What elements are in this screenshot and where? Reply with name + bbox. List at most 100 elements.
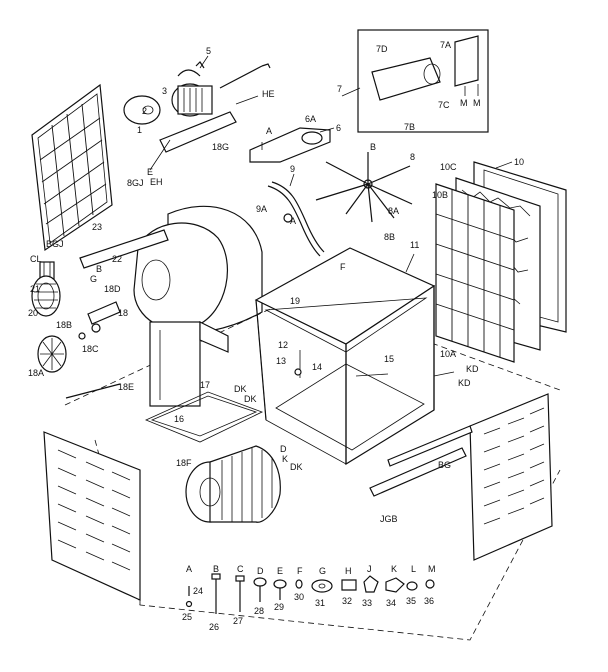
label-7B: 7B [404, 122, 415, 132]
motor-bracket-23 [31, 229, 169, 399]
hardware-num-29: 29 [274, 602, 284, 612]
left-filter-grille [31, 83, 113, 252]
label-18B: 18B [56, 320, 72, 330]
hardware-num-36: 36 [424, 596, 434, 606]
label-K-1: K [282, 454, 288, 464]
label-10: 10 [514, 157, 524, 167]
hardware-num-34: 34 [386, 598, 396, 608]
hardware-letter-B: B [213, 564, 219, 574]
label-6A: 6A [305, 114, 316, 124]
hardware-num-33: 33 [362, 598, 372, 608]
label-18G: 18G [212, 142, 229, 152]
leader-lines [199, 55, 513, 377]
label-D-1: D [280, 444, 287, 454]
label-2: 2 [142, 106, 147, 116]
label-DK-1: DK [234, 384, 247, 394]
hardware-letter-H: H [345, 566, 352, 576]
hardware-num-27: 27 [233, 616, 243, 626]
label-8B: 8B [384, 232, 395, 242]
label-F: F [340, 262, 346, 272]
label-A-9: A [290, 216, 296, 226]
bracket-6 [249, 127, 331, 163]
hardware-letter-L: L [411, 564, 416, 574]
label-1: 1 [137, 125, 142, 135]
distributor-spider-8 [315, 152, 413, 223]
hardware-letter-E: E [277, 566, 283, 576]
label-7C: 7C [438, 100, 450, 110]
blower-housing [133, 205, 263, 407]
label-HE: HE [262, 89, 275, 99]
hardware-num-25: 25 [182, 612, 192, 622]
label-BGJ: BGJ [46, 239, 64, 249]
label-7D: 7D [376, 44, 388, 54]
label-EH: EH [150, 177, 163, 187]
label-B-8: B [370, 142, 376, 152]
hardware-num-30: 30 [294, 592, 304, 602]
cabinet-frame [254, 247, 436, 466]
hardware-letter-M: M [428, 564, 436, 574]
label-A-6: A [266, 126, 272, 136]
label-JGB: JGB [380, 514, 398, 524]
label-CL: CL [30, 254, 42, 264]
label-BG: BG [438, 460, 451, 470]
label-18E: 18E [118, 382, 134, 392]
hardware-num-26: 26 [209, 622, 219, 632]
label-8GJ: 8GJ [127, 178, 144, 188]
support-rails [369, 425, 473, 497]
label-9: 9 [290, 164, 295, 174]
hardware-num-24: 24 [193, 586, 203, 596]
label-6: 6 [336, 123, 341, 133]
side-louver-panel [469, 393, 553, 561]
hardware-letter-C: C [237, 564, 244, 574]
label-B-D: B [96, 264, 102, 274]
label-16: 16 [174, 414, 184, 424]
hardware-letter-K: K [391, 564, 397, 574]
part-labels: 1 2 3 5 HE 18G 7 7D 7A 7C 7B M M 6 6A A … [28, 40, 524, 632]
label-3: 3 [162, 86, 167, 96]
label-DK-3: DK [290, 462, 303, 472]
outlet-opening [144, 391, 264, 443]
label-9A: 9A [256, 204, 267, 214]
label-23: 23 [92, 222, 102, 232]
label-17: 17 [200, 380, 210, 390]
label-KD-2: KD [458, 378, 471, 388]
label-22: 22 [112, 254, 122, 264]
label-KD-1: KD [466, 364, 479, 374]
inset-box-7 [357, 29, 489, 133]
right-filter-pads-10 [435, 161, 567, 363]
label-10B: 10B [432, 190, 448, 200]
label-M-2: M [473, 98, 481, 108]
front-louver-panel [43, 431, 141, 601]
motor-assembly [123, 61, 271, 171]
label-10C: 10C [440, 162, 457, 172]
hardware-letter-A: A [186, 564, 192, 574]
label-18C: 18C [82, 344, 99, 354]
label-10A: 10A [440, 349, 456, 359]
label-DK-2: DK [244, 394, 257, 404]
hardware-num-35: 35 [406, 596, 416, 606]
label-18: 18 [118, 308, 128, 318]
label-M-1: M [460, 98, 468, 108]
label-7A: 7A [440, 40, 451, 50]
hardware-letter-J: J [367, 564, 372, 574]
hardware-letter-F: F [297, 566, 303, 576]
label-12: 12 [278, 340, 288, 350]
label-18F: 18F [176, 458, 192, 468]
label-13: 13 [276, 356, 286, 366]
label-E: E [147, 167, 153, 177]
label-8: 8 [410, 152, 415, 162]
label-18A: 18A [28, 368, 44, 378]
water-tube-9 [267, 181, 325, 257]
label-5: 5 [206, 46, 211, 56]
hardware-num-31: 31 [315, 598, 325, 608]
label-14: 14 [312, 362, 322, 372]
label-G: G [90, 274, 97, 284]
hardware-num-32: 32 [342, 596, 352, 606]
hardware-letter-D: D [257, 566, 264, 576]
hardware-num-28: 28 [254, 606, 264, 616]
label-18D: 18D [104, 284, 121, 294]
label-20: 20 [28, 308, 38, 318]
label-19: 19 [290, 296, 300, 306]
label-7: 7 [337, 84, 342, 94]
